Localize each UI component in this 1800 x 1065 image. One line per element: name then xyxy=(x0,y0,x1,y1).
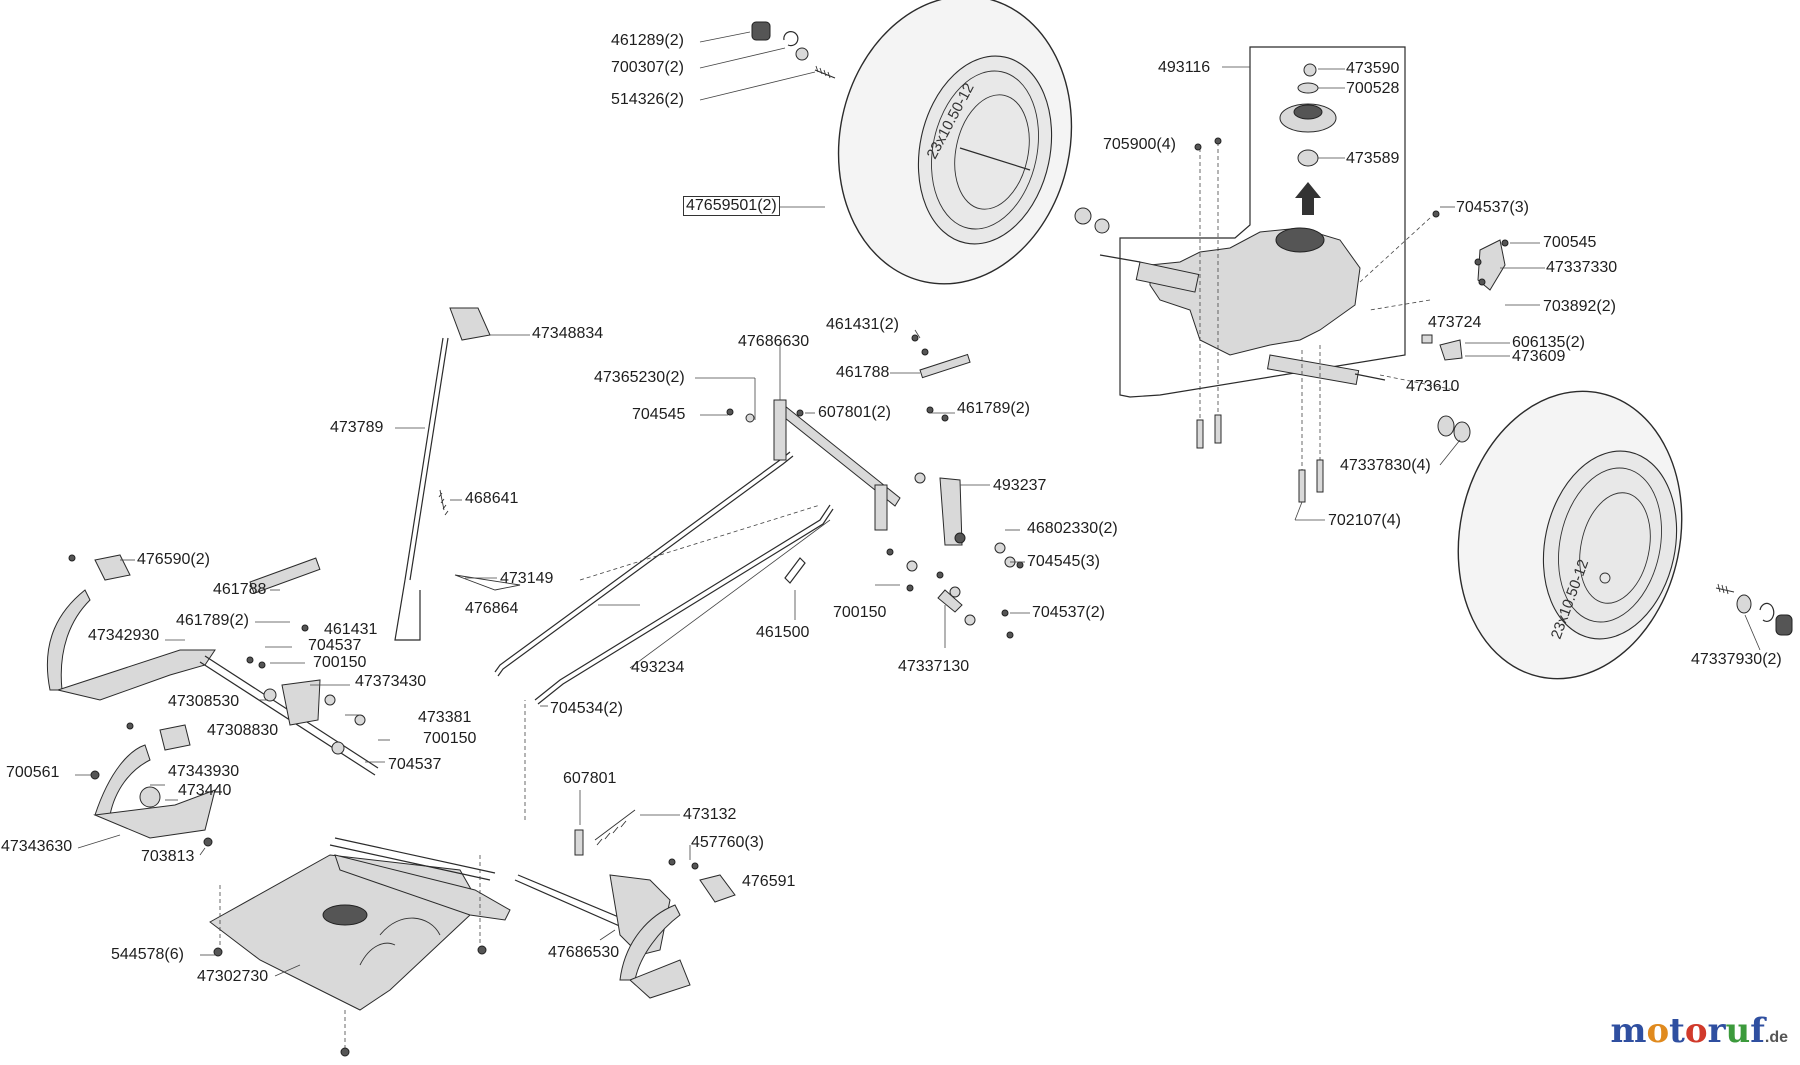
part-label[interactable]: 473610 xyxy=(1406,378,1460,395)
part-label[interactable]: 461431(2) xyxy=(826,316,899,333)
part-label[interactable]: 704545(3) xyxy=(1027,553,1100,570)
part-label[interactable]: 473609 xyxy=(1512,348,1566,365)
part-label[interactable]: 47686630 xyxy=(738,333,810,350)
lever-rod-473789 xyxy=(394,307,530,641)
part-label[interactable]: 473724 xyxy=(1428,314,1482,331)
transaxle-box xyxy=(1099,46,1545,521)
part-label[interactable]: 607801 xyxy=(563,770,617,787)
part-label[interactable]: 47308830 xyxy=(207,722,279,739)
part-label[interactable]: 704534(2) xyxy=(550,700,623,717)
part-label[interactable]: 473589 xyxy=(1346,150,1400,167)
left-pedal-assembly xyxy=(46,554,390,856)
part-label[interactable]: 514326(2) xyxy=(611,91,684,108)
part-label[interactable]: 461788 xyxy=(836,364,890,381)
part-label[interactable]: 704537(2) xyxy=(1032,604,1105,621)
part-label[interactable]: 47343930 xyxy=(168,763,240,780)
part-label[interactable]: 461500 xyxy=(756,624,810,641)
part-label[interactable]: 493234 xyxy=(631,659,685,676)
part-label[interactable]: 700150 xyxy=(833,604,887,621)
part-label[interactable]: 703892(2) xyxy=(1543,298,1616,315)
part-label[interactable]: 493116 xyxy=(1158,59,1211,76)
part-label[interactable]: 473132 xyxy=(683,806,737,823)
part-label[interactable]: 47337330 xyxy=(1546,259,1618,276)
part-label[interactable]: 461431 xyxy=(324,621,378,638)
part-label[interactable]: 47337130 xyxy=(898,658,970,675)
part-label[interactable]: 46802330(2) xyxy=(1027,520,1118,537)
part-label[interactable]: 703813 xyxy=(141,848,195,865)
part-label[interactable]: 544578(6) xyxy=(111,946,184,963)
part-label[interactable]: 493237 xyxy=(993,477,1047,494)
part-label[interactable]: 606135(2) xyxy=(1512,334,1585,351)
part-label[interactable]: 473381 xyxy=(418,709,472,726)
part-label[interactable]: 700150 xyxy=(313,654,367,671)
part-label[interactable]: 700528 xyxy=(1346,80,1400,97)
part-label[interactable]: 476591 xyxy=(742,873,796,890)
part-label[interactable]: 702107(4) xyxy=(1328,512,1401,529)
part-label[interactable]: 607801(2) xyxy=(818,404,891,421)
part-label[interactable]: 476590(2) xyxy=(137,551,210,568)
part-label[interactable]: 700150 xyxy=(423,730,477,747)
part-label[interactable]: 47373430 xyxy=(355,673,427,690)
part-label[interactable]: 700561 xyxy=(6,764,60,781)
right-pedal-bracket xyxy=(514,700,736,999)
part-label[interactable]: 461289(2) xyxy=(611,32,684,49)
part-label[interactable]: 704537(3) xyxy=(1456,199,1529,216)
part-label[interactable]: 47343630 xyxy=(1,838,73,855)
motoruf-logo: motoruf.de xyxy=(1610,1011,1789,1051)
part-label[interactable]: 461789(2) xyxy=(176,612,249,629)
part-label[interactable]: 47302730 xyxy=(197,968,269,985)
part-label[interactable]: 476864 xyxy=(465,600,519,617)
part-label[interactable]: 47342930 xyxy=(88,627,160,644)
part-label[interactable]: 468641 xyxy=(465,490,519,507)
part-label[interactable]: 47337830(4) xyxy=(1340,457,1431,474)
part-label[interactable]: 461788 xyxy=(213,581,267,598)
part-label[interactable]: 473590 xyxy=(1346,60,1400,77)
wheel-bottom: 23x10.50-12 xyxy=(1437,390,1793,680)
part-label[interactable]: 47365230(2) xyxy=(594,369,685,386)
part-label[interactable]: 700307(2) xyxy=(611,59,684,76)
part-label[interactable]: 700545 xyxy=(1543,234,1597,251)
wheel-top: 23x10.50-12 xyxy=(837,0,1110,285)
part-label[interactable]: 47308530 xyxy=(168,693,240,710)
hub-parts-top xyxy=(699,21,836,208)
part-label[interactable]: 704537 xyxy=(388,756,442,773)
part-label[interactable]: 473789 xyxy=(330,419,384,436)
part-label[interactable]: 704545 xyxy=(632,406,686,423)
part-label[interactable]: 704537 xyxy=(308,637,362,654)
part-label[interactable]: 47686530 xyxy=(548,944,620,961)
part-label[interactable]: 47348834 xyxy=(532,325,604,342)
floor-plate xyxy=(200,837,511,1057)
part-label[interactable]: 473440 xyxy=(178,782,232,799)
part-label[interactable]: 473149 xyxy=(500,570,554,587)
part-label[interactable]: 705900(4) xyxy=(1103,136,1176,153)
part-label[interactable]: 457760(3) xyxy=(691,834,764,851)
part-label[interactable]: 47337930(2) xyxy=(1691,651,1782,668)
part-label[interactable]: 461789(2) xyxy=(957,400,1030,417)
linkage-assembly xyxy=(494,329,1030,707)
part-label[interactable]: 47659501(2) xyxy=(683,196,780,216)
